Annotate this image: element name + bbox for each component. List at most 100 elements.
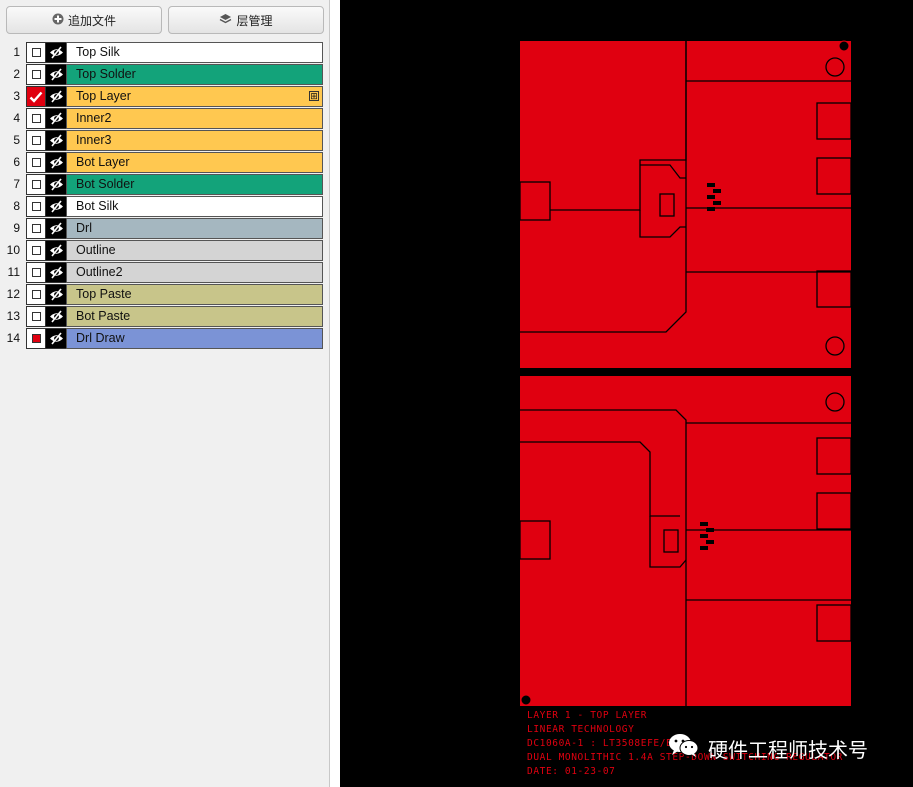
- layer-row[interactable]: 9 Drl: [0, 218, 330, 240]
- layer-checkbox[interactable]: [26, 86, 46, 107]
- visibility-eye-icon[interactable]: [46, 262, 66, 283]
- layer-checkbox[interactable]: [26, 262, 46, 283]
- visibility-eye-icon[interactable]: [46, 284, 66, 305]
- pcb-view-canvas[interactable]: LAYER 1 - TOP LAYER LINEAR TECHNOLOGY DC10…: [340, 0, 913, 787]
- empty-box-icon: [31, 136, 41, 145]
- visibility-eye-icon[interactable]: [46, 42, 66, 63]
- ic-pin: [707, 207, 715, 211]
- layer-checkbox[interactable]: [26, 42, 46, 63]
- pad-outline: [519, 181, 551, 221]
- visibility-eye-icon[interactable]: [46, 306, 66, 327]
- visibility-eye-icon[interactable]: [46, 130, 66, 151]
- layer-checkbox[interactable]: [26, 284, 46, 305]
- layer-checkbox[interactable]: [26, 64, 46, 85]
- layer-name[interactable]: Bot Solder: [66, 174, 323, 195]
- empty-box-icon: [31, 224, 41, 233]
- layer-name[interactable]: Inner2: [66, 108, 323, 129]
- ic-pin: [700, 522, 708, 526]
- add-file-button[interactable]: 追加文件: [6, 6, 162, 34]
- layer-checkbox[interactable]: [26, 130, 46, 151]
- layer-checkbox[interactable]: [26, 306, 46, 327]
- layer-row[interactable]: 4 Inner2: [0, 108, 330, 130]
- add-file-label: 追加文件: [67, 13, 116, 28]
- visibility-eye-icon[interactable]: [46, 86, 66, 107]
- layer-name[interactable]: Bot Layer: [66, 152, 323, 173]
- layer-checkbox[interactable]: [26, 174, 46, 195]
- layer-name[interactable]: Bot Silk: [66, 196, 323, 217]
- layer-checkbox[interactable]: [26, 218, 46, 239]
- visibility-eye-icon[interactable]: [46, 174, 66, 195]
- expand-icon[interactable]: ⊞: [309, 91, 319, 101]
- wechat-icon: [668, 733, 700, 764]
- ic-pin: [700, 534, 708, 538]
- ic-pin: [707, 183, 715, 187]
- board-text-line: DUAL MONOLITHIC 1.4A STEP-DOWN SWITCHING…: [527, 752, 843, 763]
- layer-checkbox[interactable]: [26, 152, 46, 173]
- layer-name[interactable]: Outline2: [66, 262, 323, 283]
- visibility-eye-icon[interactable]: [46, 328, 66, 349]
- layer-name[interactable]: Top Solder: [66, 64, 323, 85]
- layer-number: 4: [13, 111, 20, 125]
- layer-name-text: Top Layer: [76, 89, 131, 103]
- layer-name[interactable]: Drl Draw: [66, 328, 323, 349]
- checkmark-icon: [29, 91, 43, 103]
- visibility-eye-icon[interactable]: [46, 196, 66, 217]
- layer-name[interactable]: Top Layer ⊞: [66, 86, 323, 107]
- layer-number: 2: [13, 67, 20, 81]
- layer-row[interactable]: 8 Bot Silk: [0, 196, 330, 218]
- visibility-eye-icon[interactable]: [46, 218, 66, 239]
- pad-outline: [519, 520, 551, 560]
- trace-gap: [520, 41, 687, 333]
- layer-checkbox[interactable]: [26, 328, 46, 349]
- connector-pad: [816, 270, 852, 308]
- empty-box-icon: [31, 114, 41, 123]
- layer-row[interactable]: 2 Top Solder: [0, 64, 330, 86]
- filled-box-icon: [31, 334, 41, 343]
- visibility-eye-icon[interactable]: [46, 240, 66, 261]
- layer-number: 8: [13, 199, 20, 213]
- visibility-eye-icon[interactable]: [46, 64, 66, 85]
- board-text-line: LINEAR TECHNOLOGY: [527, 724, 635, 735]
- empty-box-icon: [31, 246, 41, 255]
- ic-pin: [713, 189, 721, 193]
- layer-name-text: Drl Draw: [76, 331, 125, 345]
- visibility-eye-icon[interactable]: [46, 152, 66, 173]
- layer-name[interactable]: Top Silk: [66, 42, 323, 63]
- pad-outline: [663, 529, 679, 553]
- layer-checkbox[interactable]: [26, 240, 46, 261]
- layer-name[interactable]: Drl: [66, 218, 323, 239]
- layer-checkbox[interactable]: [26, 108, 46, 129]
- visibility-eye-icon[interactable]: [46, 108, 66, 129]
- ic-pin: [700, 546, 708, 550]
- board-text-line: DC1060A-1 : LT3508EFE/EUF: [527, 738, 685, 749]
- fiducial: [838, 40, 850, 52]
- board-text-line: LAYER 1 - TOP LAYER: [527, 710, 648, 721]
- layer-name-text: Top Silk: [76, 45, 120, 59]
- layer-name[interactable]: Inner3: [66, 130, 323, 151]
- empty-box-icon: [31, 290, 41, 299]
- empty-box-icon: [31, 202, 41, 211]
- layer-name[interactable]: Bot Paste: [66, 306, 323, 327]
- layer-number: 14: [6, 331, 20, 345]
- copper-gap: [640, 164, 686, 179]
- layer-name[interactable]: Top Paste: [66, 284, 323, 305]
- layer-number: 9: [13, 221, 20, 235]
- empty-box-icon: [31, 180, 41, 189]
- layer-name-text: Top Paste: [76, 287, 132, 301]
- layer-management-button[interactable]: 层管理: [168, 6, 324, 34]
- plus-circle-icon: [52, 13, 64, 28]
- layer-checkbox[interactable]: [26, 196, 46, 217]
- layer-name-text: Top Solder: [76, 67, 136, 81]
- layer-name[interactable]: Outline: [66, 240, 323, 261]
- layer-row[interactable]: 14 Drl Draw: [0, 328, 330, 350]
